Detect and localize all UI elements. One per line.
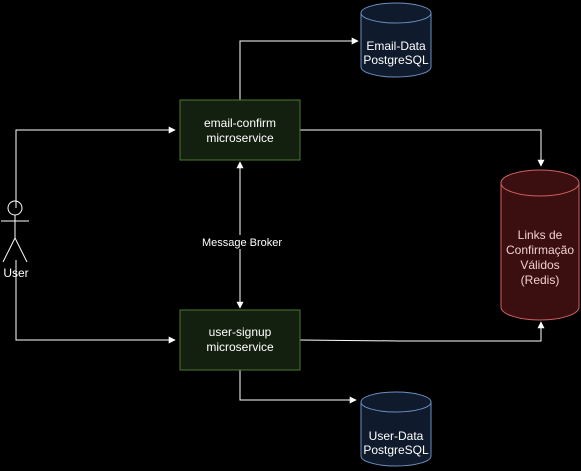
email-confirm-service[interactable]: email-confirm microservice [179, 99, 301, 161]
edge-user-to-user-signup [15, 260, 176, 344]
edge-user-signup-to-redis [299, 321, 545, 342]
message-broker-label-bg [200, 235, 284, 249]
user-data-label-line1: User-Data [369, 429, 424, 443]
redis-label-line1: Links de [518, 228, 563, 242]
email-data-database[interactable]: Email-Data PostgreSQL [360, 2, 432, 78]
user-signup-service[interactable]: user-signup microservice [179, 309, 301, 371]
user-data-database[interactable]: User-Data PostgreSQL [360, 391, 432, 467]
user-label: User [3, 266, 28, 280]
user-actor-icon [1, 200, 29, 263]
user-actor[interactable]: User [1, 200, 29, 280]
edge-user-signup-to-user-data [239, 370, 357, 404]
redis-database[interactable]: Links de Confirmação Válidos (Redis) [500, 169, 580, 321]
edge-user-to-email-confirm [15, 126, 176, 208]
user-signup-label-line2: microservice [206, 340, 274, 354]
redis-label-line4: (Redis) [521, 273, 560, 287]
user-signup-label-line1: user-signup [209, 325, 272, 339]
email-confirm-label-line1: email-confirm [204, 116, 276, 130]
email-data-label-line2: PostgreSQL [363, 53, 429, 67]
redis-label-line2: Confirmação [506, 243, 574, 257]
redis-label-line3: Válidos [520, 258, 559, 272]
edge-email-confirm-to-redis [300, 129, 545, 167]
email-data-label-line1: Email-Data [366, 39, 426, 53]
user-data-label-line2: PostgreSQL [363, 443, 429, 457]
message-broker-label: Message Broker [202, 237, 282, 249]
email-confirm-label-line2: microservice [206, 131, 274, 145]
edge-email-confirm-to-email-data [239, 37, 359, 100]
